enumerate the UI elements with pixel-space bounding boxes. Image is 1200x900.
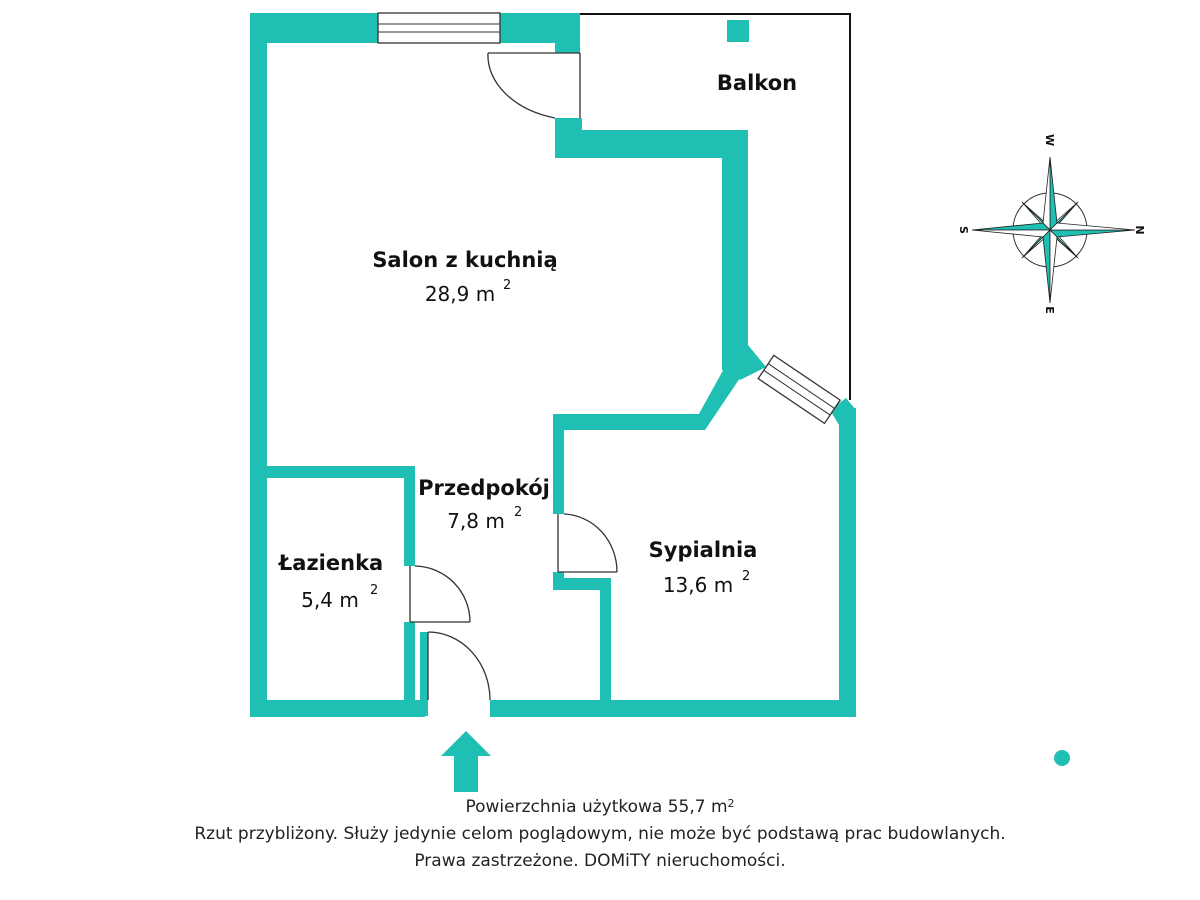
compass-rose-icon: W N E S bbox=[957, 134, 1146, 314]
window-top bbox=[377, 12, 501, 44]
wall-bedroom-left-upper bbox=[553, 414, 564, 514]
compass-left-label: S bbox=[957, 226, 970, 234]
wall-top-left bbox=[250, 13, 378, 43]
door-entrance bbox=[425, 631, 491, 718]
room-area-sypialnia: 13,6 m bbox=[663, 573, 733, 597]
wall-bathroom-right-lower bbox=[404, 622, 415, 717]
room-area-exp-przedpokoj: 2 bbox=[514, 505, 522, 520]
footer: Powierzchnia użytkowa 55,7 m2 Rzut przyb… bbox=[0, 794, 1200, 875]
wall-right bbox=[839, 408, 856, 717]
wall-top-stub bbox=[555, 13, 580, 53]
wall-window-pillar-left bbox=[722, 345, 766, 380]
compass-bottom-label: E bbox=[1043, 306, 1056, 314]
wall-bathroom-top bbox=[250, 466, 415, 478]
wall-bedroom-stub bbox=[553, 578, 610, 590]
walls bbox=[250, 13, 856, 717]
wall-bedroom-partition bbox=[600, 578, 611, 717]
room-label-przedpokoj: Przedpokój bbox=[418, 476, 550, 500]
wall-left bbox=[250, 13, 267, 717]
wall-entrance-jamb bbox=[420, 632, 428, 717]
window-bedroom bbox=[757, 354, 842, 425]
room-label-balkon: Balkon bbox=[717, 71, 797, 95]
door-bathroom bbox=[409, 565, 471, 623]
total-area: Powierzchnia użytkowa 55,7 m2 bbox=[465, 797, 735, 817]
balcony-outline bbox=[580, 13, 851, 400]
room-area-exp-lazienka: 2 bbox=[370, 583, 378, 598]
door-balcony bbox=[487, 52, 581, 119]
compass-top-label: W bbox=[1043, 134, 1056, 146]
wall-balcony-vertical bbox=[722, 130, 748, 370]
door-bedroom bbox=[557, 513, 618, 573]
room-label-lazienka: Łazienka bbox=[278, 551, 383, 575]
wall-window-pillar-right bbox=[830, 398, 856, 425]
balcony-post bbox=[727, 20, 749, 42]
room-area-lazienka: 5,4 m bbox=[301, 588, 359, 612]
disclaimer: Rzut przybliżony. Służy jedynie celom po… bbox=[194, 824, 1006, 844]
entrance-arrow-icon bbox=[441, 731, 491, 792]
rights-notice: Prawa zastrzeżone. DOMiTY nieruchomości. bbox=[414, 851, 786, 871]
decorative-dot bbox=[1054, 750, 1070, 766]
wall-bedroom-top bbox=[553, 414, 703, 430]
wall-bottom-left bbox=[250, 700, 425, 717]
wall-balcony-horizontal bbox=[555, 130, 748, 158]
wall-bathroom-right-upper bbox=[404, 466, 415, 566]
wall-diagonal bbox=[690, 365, 740, 430]
compass-right-label: N bbox=[1133, 225, 1146, 234]
wall-bottom-right bbox=[490, 700, 856, 717]
room-label-sypialnia: Sypialnia bbox=[649, 538, 758, 562]
room-area-przedpokoj: 7,8 m bbox=[447, 509, 505, 533]
room-label-salon: Salon z kuchnią bbox=[372, 248, 557, 272]
room-area-exp-sypialnia: 2 bbox=[742, 569, 750, 584]
room-area-salon: 28,9 m bbox=[425, 282, 495, 306]
room-area-exp-salon: 2 bbox=[503, 278, 511, 293]
